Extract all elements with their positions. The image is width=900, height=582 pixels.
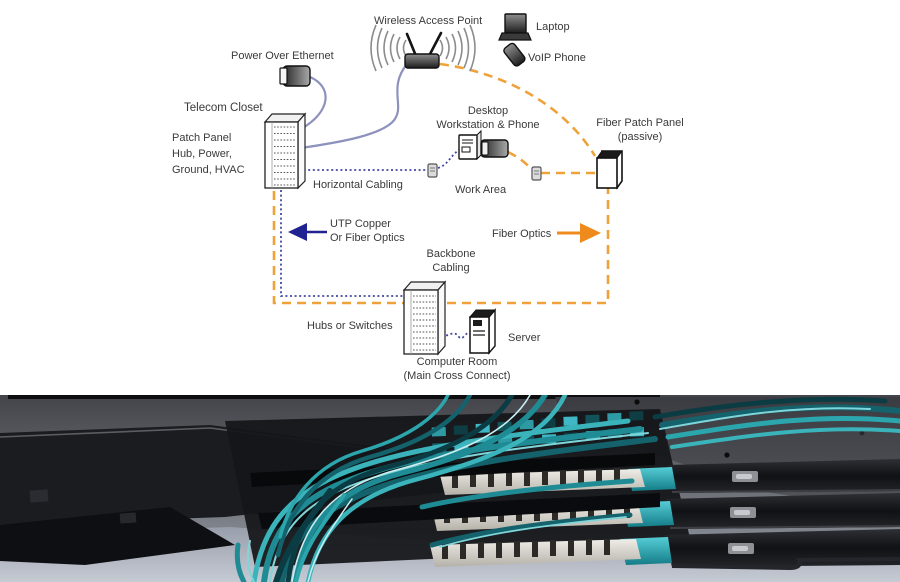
telecom-closet-rack-icon bbox=[263, 112, 307, 190]
label-patch-panel: Patch Panel Hub, Power, Ground, HVAC bbox=[172, 132, 245, 176]
voip-phone-icon bbox=[503, 42, 526, 67]
desk-phone-icon bbox=[480, 139, 509, 158]
copper-lines bbox=[300, 63, 408, 150]
photo-tray-row-1 bbox=[440, 459, 900, 495]
fiber-jack-icon bbox=[531, 166, 542, 181]
fiber-cabling-photo bbox=[0, 392, 900, 582]
photo-tray-row-3 bbox=[430, 529, 900, 571]
label-backbone-cabling: Backbone Cabling bbox=[426, 248, 476, 274]
photo-fiber-cables bbox=[234, 392, 900, 582]
wifi-waves-icon bbox=[370, 24, 476, 72]
utp-copper-arrow bbox=[288, 223, 327, 241]
label-desktop-workstation: Desktop Workstation & Phone bbox=[436, 105, 540, 131]
photo-top-strip bbox=[8, 395, 660, 399]
diagram-canvas bbox=[263, 13, 623, 356]
label-hubs-or-switches: Hubs or Switches bbox=[307, 320, 393, 332]
network-diagram: Wireless Access Point Laptop VoIP Phone … bbox=[172, 13, 684, 382]
label-voip-phone: VoIP Phone bbox=[528, 52, 586, 64]
label-server: Server bbox=[508, 332, 541, 344]
label-fiber-optics: Fiber Optics bbox=[492, 228, 552, 240]
label-power-over-ethernet: Power Over Ethernet bbox=[231, 50, 334, 62]
laptop-icon bbox=[498, 13, 532, 41]
label-telecom-closet: Telecom Closet bbox=[184, 102, 263, 114]
label-computer-room: Computer Room (Main Cross Connect) bbox=[403, 356, 511, 382]
label-utp-copper: UTP Copper Or Fiber Optics bbox=[330, 218, 405, 244]
label-horizontal-cabling: Horizontal Cabling bbox=[313, 179, 403, 191]
copper-dotted-lines bbox=[280, 149, 472, 340]
label-work-area: Work Area bbox=[455, 184, 507, 196]
photo-canvas bbox=[0, 392, 900, 582]
wireless-access-point-icon bbox=[404, 31, 443, 69]
label-fiber-patch-panel: Fiber Patch Panel (passive) bbox=[596, 117, 684, 143]
desktop-workstation-icon bbox=[458, 129, 482, 161]
hubs-switches-rack-icon bbox=[402, 280, 447, 356]
fiber-patch-panel-icon bbox=[596, 150, 623, 190]
label-laptop: Laptop bbox=[536, 21, 570, 33]
server-icon bbox=[468, 308, 497, 355]
label-wireless-access-point: Wireless Access Point bbox=[374, 15, 483, 27]
photo-tray-row-2 bbox=[432, 493, 900, 531]
poe-device-icon bbox=[279, 65, 311, 87]
fiber-optics-arrow bbox=[557, 223, 601, 243]
wall-jack-icon bbox=[427, 163, 438, 178]
